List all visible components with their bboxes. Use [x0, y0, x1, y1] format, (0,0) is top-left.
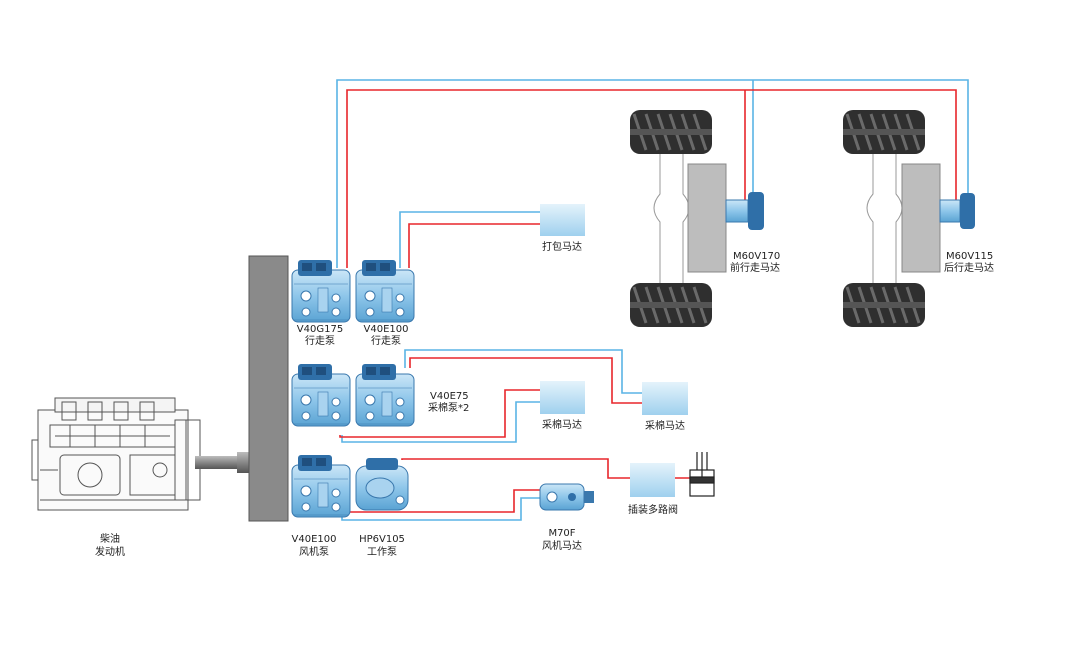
- rear-axle-assembly: [841, 108, 975, 329]
- pump-hp6v105: [355, 458, 409, 511]
- pump-v40g175-model: V40G175: [297, 324, 343, 335]
- pump-v40e100-travel-role: 行走泵: [371, 334, 401, 347]
- cartridge-valve-label: 插装多路阀: [628, 503, 678, 516]
- pump-v40g175-role: 行走泵: [305, 334, 335, 347]
- rear-motor-role: 后行走马达: [944, 261, 994, 274]
- pump-v40e75-role: 采棉泵*2: [428, 401, 469, 414]
- pump-v40e75-b: [355, 363, 415, 427]
- pump-v40e100-travel: [355, 259, 415, 323]
- pump-hp6v105-model: HP6V105: [359, 534, 405, 545]
- engine-label-line1: 柴油: [100, 532, 120, 545]
- fan-motor-m70f: [539, 483, 594, 511]
- pump-drive-gearbox: [248, 255, 289, 522]
- picker-motor-2-label: 采棉马达: [645, 419, 685, 432]
- picker-motor-1-box: [540, 381, 585, 414]
- cartridge-valve-box: [630, 463, 675, 497]
- hydraulic-cylinder: [689, 452, 715, 497]
- front-motor-role: 前行走马达: [730, 261, 780, 274]
- pump-v40e100-fan-role: 风机泵: [299, 545, 329, 558]
- pump-v40e100-fan-model: V40E100: [292, 534, 337, 545]
- front-tire-bottom: [628, 281, 714, 329]
- pump-v40e75-model: V40E75: [430, 391, 469, 402]
- pump-v40g175: [291, 259, 351, 323]
- rear-tire-top: [841, 108, 927, 156]
- shaft-coupling: [237, 452, 251, 473]
- engine-label-line2: 发动机: [95, 545, 125, 558]
- front-axle-assembly: [628, 108, 764, 329]
- pump-v40e100-fan: [291, 454, 351, 518]
- pump-v40e100-travel-model: V40E100: [364, 324, 409, 335]
- rear-motor-model: M60V115: [946, 251, 993, 262]
- fan-motor-role: 风机马达: [542, 539, 582, 552]
- pump-v40e75-a: [291, 363, 351, 427]
- picker-motor-1-label: 采棉马达: [542, 418, 582, 431]
- pump-hp6v105-role: 工作泵: [367, 546, 397, 558]
- diesel-engine: [31, 397, 201, 511]
- drive-shaft: [195, 456, 245, 469]
- picker-motor-2-box: [642, 382, 688, 415]
- fan-motor-model: M70F: [548, 528, 575, 539]
- baler-motor-box: [540, 204, 585, 236]
- rear-tire-bottom: [841, 281, 927, 329]
- front-tire-top: [628, 108, 714, 156]
- baler-motor-label: 打包马达: [542, 240, 582, 253]
- front-motor-model: M60V170: [733, 251, 780, 262]
